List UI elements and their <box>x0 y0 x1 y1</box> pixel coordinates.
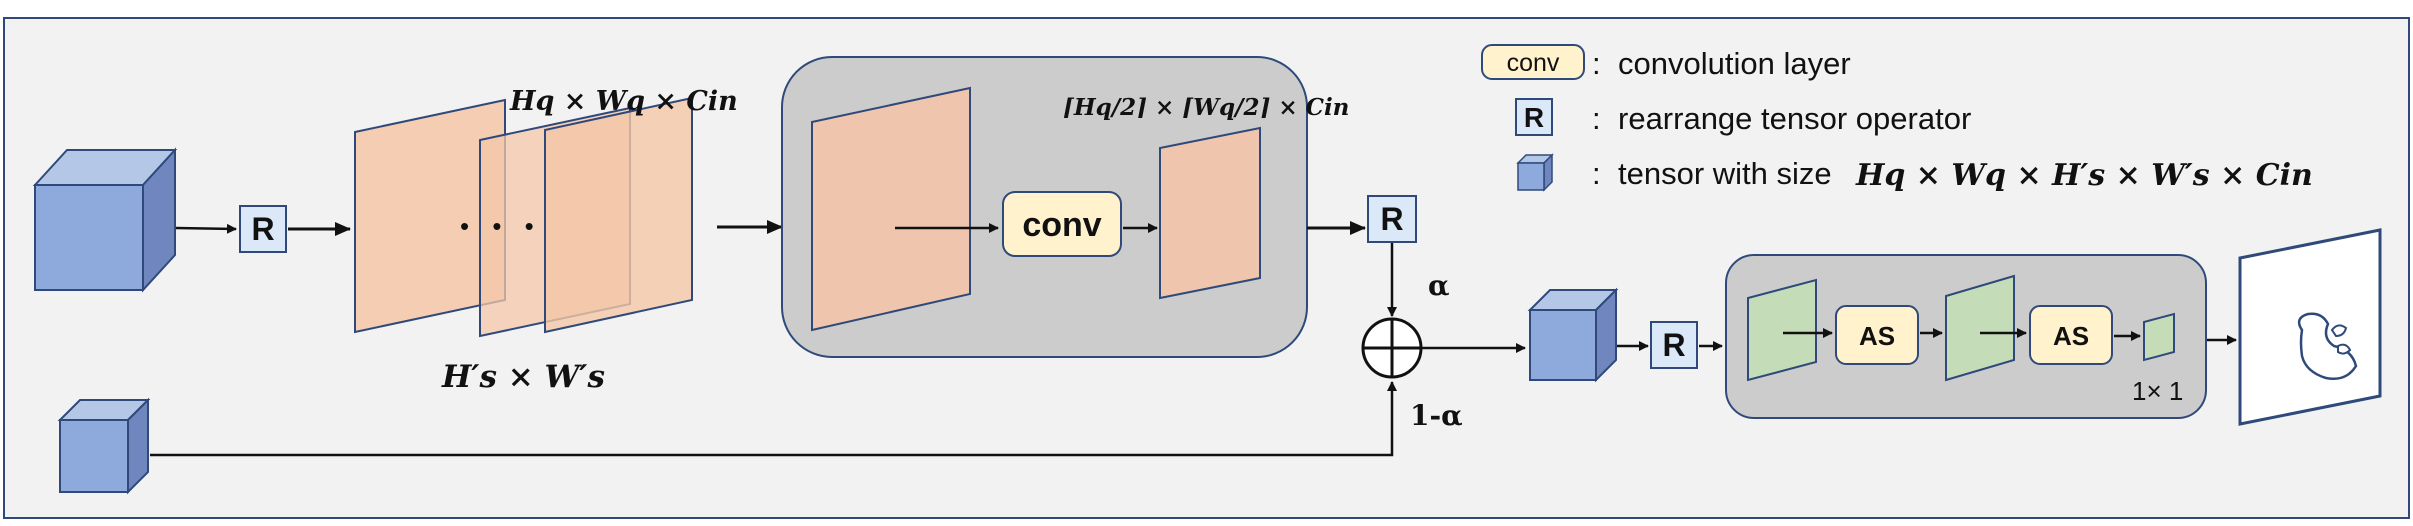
legend-conv-item: conv : convolution layer <box>1481 44 1851 81</box>
legend: conv : convolution layer R : rearrange t… <box>1481 44 2313 193</box>
input-support-cube <box>57 397 151 495</box>
rearrange-box-2: R <box>1367 195 1417 243</box>
legend-tensor-item: : tensor with size Hq × Wq × H′s × W′s ×… <box>1516 153 2313 193</box>
legend-r-item: R : rearrange tensor operator <box>1515 98 1971 136</box>
legend-colon-3: : <box>1592 156 1601 191</box>
conv-output-plane <box>1159 126 1261 300</box>
weighted-sum-node <box>1361 317 1423 379</box>
rearrange-label-1: R <box>251 211 274 247</box>
one-by-one-label: 1× 1 <box>2132 376 2183 406</box>
legend-colon-1: : <box>1592 46 1601 81</box>
output-mask <box>2238 228 2382 426</box>
pooled-size-label: ⌈Hq/2⌉ × ⌈Wq/2⌉ × Cin <box>1063 94 1349 121</box>
planes-size-label: Hq × Wq × Cin <box>509 86 738 117</box>
legend-tensor-size: Hq × Wq × H′s × W′s × Cin <box>1855 158 2313 193</box>
rearrange-box-1: R <box>239 205 287 253</box>
feature-planes-stack <box>354 96 693 338</box>
input-query-cube <box>32 147 178 293</box>
conv-label: conv <box>1022 206 1101 244</box>
head-output-plane <box>2143 312 2175 362</box>
head-plane-2 <box>1945 274 2015 382</box>
as-block-2: AS <box>2029 305 2113 365</box>
arrow-support-to-sum <box>150 381 1397 457</box>
conv-input-plane <box>811 86 971 332</box>
as-label-1: AS <box>1859 321 1895 351</box>
legend-tensor-desc: tensor with size <box>1618 156 1832 191</box>
legend-r-desc: rearrange tensor operator <box>1618 101 1971 136</box>
alpha-label: α <box>1428 269 1450 302</box>
rearrange-label-2: R <box>1380 201 1403 237</box>
legend-conv-desc: convolution layer <box>1618 46 1851 81</box>
legend-conv-box-label: conv <box>1507 49 1560 77</box>
legend-r-box-label: R <box>1524 102 1544 133</box>
conv-block: conv <box>1002 191 1122 257</box>
ellipsis-dots: • • • <box>460 211 542 241</box>
mask-object-shape <box>2297 312 2358 380</box>
arrow-input-to-r1 <box>175 223 237 234</box>
fused-tensor-cube <box>1527 287 1619 383</box>
as-block-1: AS <box>1835 305 1919 365</box>
head-plane-1 <box>1747 278 1817 382</box>
as-label-2: AS <box>2053 321 2089 351</box>
legend-colon-2: : <box>1592 101 1601 136</box>
one-minus-alpha-label: 1-α <box>1410 399 1463 432</box>
rearrange-box-3: R <box>1650 321 1698 369</box>
rearrange-label-3: R <box>1662 327 1685 363</box>
planes-spatial-label: H′s × W′s <box>441 359 605 395</box>
